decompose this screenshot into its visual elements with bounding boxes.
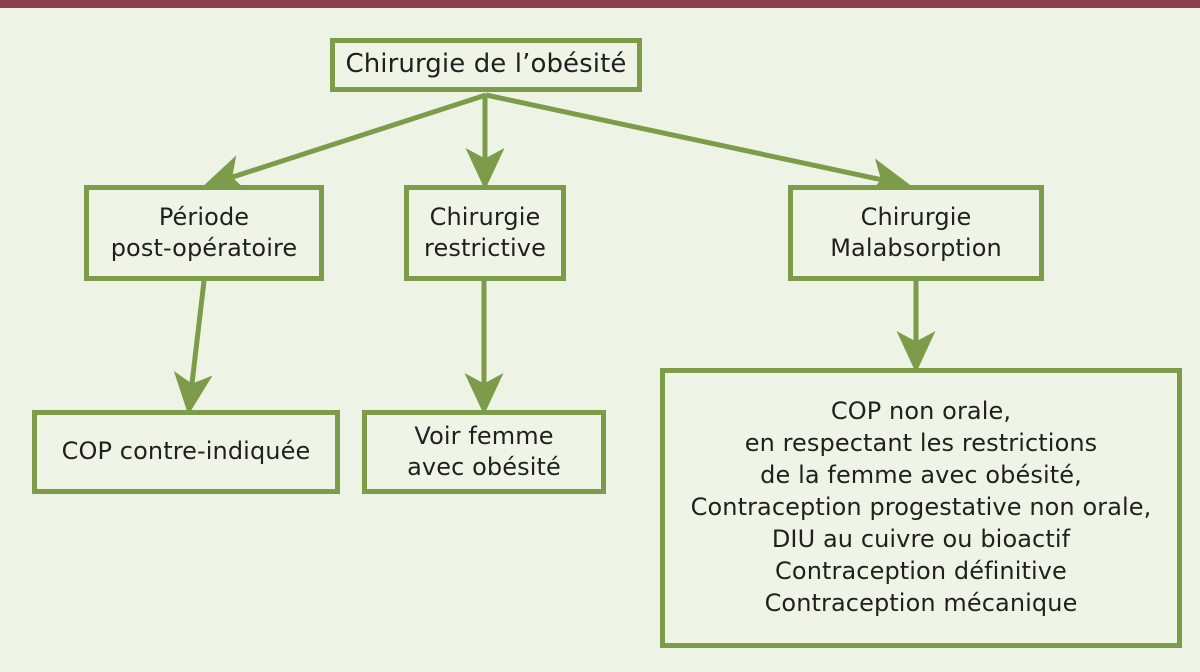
node-voir-femme-avec-obesite-text: Voir femme avec obésité [367, 421, 601, 483]
node-text-line: DIU au cuivre ou bioactif [771, 524, 1071, 553]
node-chirurgie-restrictive-text: Chirurgie restrictive [409, 202, 561, 264]
node-text-line: Contraception progestative non orale, [690, 493, 1152, 522]
node-text-line: Chirurgie [860, 202, 972, 231]
header-rule [0, 0, 1200, 8]
node-text-line: COP contre-indiquée [61, 437, 311, 466]
node-recommandations-malabsorption: COP non orale, en respectant les restrict… [660, 368, 1182, 648]
node-voir-femme-avec-obesite: Voir femme avec obésité [362, 410, 606, 494]
node-cop-contre-indiquee: COP contre-indiquée [32, 410, 340, 494]
node-text-line: Chirurgie [429, 202, 541, 231]
node-periode-post-operatoire: Période post-opératoire [84, 185, 324, 281]
node-recommandations-malabsorption-text: COP non orale, en respectant les restrict… [665, 396, 1177, 619]
node-text-line: Contraception définitive [775, 556, 1067, 585]
node-text-line: post-opératoire [110, 234, 298, 262]
node-cop-contre-indiquee-text: COP contre-indiquée [37, 436, 335, 467]
node-text-line: Période [158, 202, 250, 231]
node-text-line: restrictive [424, 234, 546, 262]
node-chirurgie-obesite: Chirurgie de l’obésité [330, 38, 642, 92]
node-chirurgie-obesite-text: Chirurgie de l’obésité [335, 48, 637, 82]
node-text-line: Chirurgie de l’obésité [345, 49, 627, 80]
edge-post-op-to-cop [173, 280, 213, 415]
edge-root-to-malabsorption [485, 92, 912, 197]
node-text-line: avec obésité [407, 453, 561, 481]
node-text-line: Malabsorption [830, 234, 1002, 262]
node-text-line: Contraception mécanique [764, 588, 1078, 617]
node-chirurgie-restrictive: Chirurgie restrictive [404, 185, 566, 281]
node-text-line: de la femme avec obésité, [760, 461, 1082, 490]
node-text-line: Voir femme [414, 421, 554, 450]
edge-root-to-post-op [202, 92, 487, 193]
node-text-line: COP non orale, [830, 397, 1012, 426]
node-periode-post-operatoire-text: Période post-opératoire [89, 202, 319, 264]
node-text-line: en respectant les restrictions [744, 429, 1098, 458]
